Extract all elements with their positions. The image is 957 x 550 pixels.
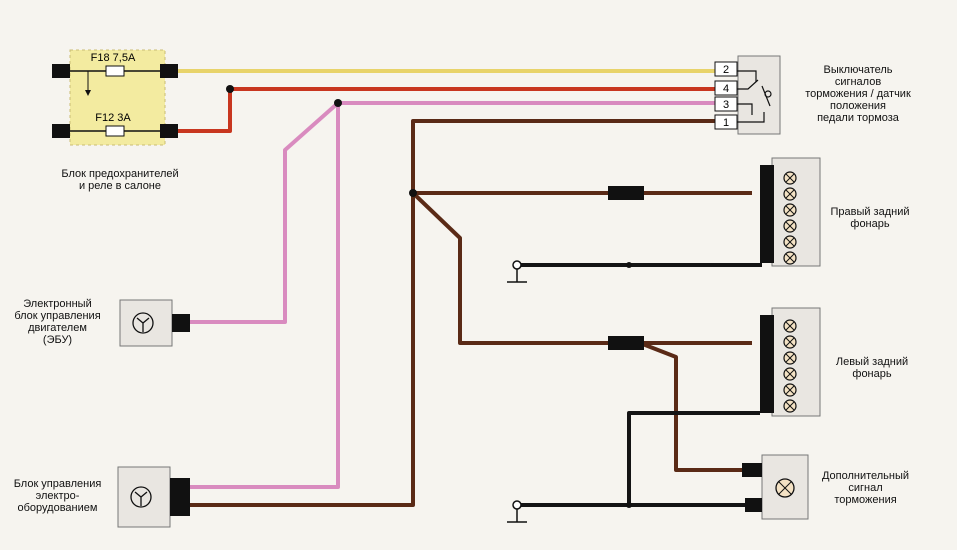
fuse-f12-label: F12 3A xyxy=(95,112,131,124)
wire-pink-bcm xyxy=(190,103,340,489)
ecu-label-line2: блок управления xyxy=(14,310,101,322)
brake-switch: 2 4 3 1 xyxy=(714,55,781,135)
bcm-label: Блок управления электро- оборудованием xyxy=(0,478,115,514)
bcm-label-line1: Блок управления xyxy=(13,478,102,490)
right-lamp-label-line1: Правый задний xyxy=(830,206,910,218)
left-lamp-label-line1: Левый задний xyxy=(835,356,909,368)
ecu-label-line1: Электронный xyxy=(23,298,92,310)
wires xyxy=(178,69,762,507)
ecu-label-line3: двигателем xyxy=(28,322,87,334)
ground-symbol-left xyxy=(507,500,527,523)
extra-lamp-label-line1: Дополнительный xyxy=(821,470,910,482)
left-lamp-label-line2: фонарь xyxy=(852,368,892,380)
right-rear-lamp xyxy=(760,157,821,267)
wire-pink-ecu xyxy=(190,101,715,324)
ground-symbol-right xyxy=(507,260,527,283)
switch-pin-2: 2 xyxy=(723,64,729,76)
extra-lamp-label-line2: сигнал xyxy=(848,482,883,494)
switch-label-line5: педали тормоза xyxy=(817,112,899,124)
switch-label: Выключатель сигналов торможения / датчик… xyxy=(788,64,928,124)
ecu-unit xyxy=(119,299,190,347)
left-lamp-label: Левый задний фонарь xyxy=(822,356,922,380)
fuse-box-label-line1: Блок предохранителей xyxy=(61,168,179,180)
switch-pin-1: 1 xyxy=(723,117,729,129)
inline-connector-left xyxy=(608,336,644,350)
fuse-box: F18 7,5A F12 3A xyxy=(52,49,178,146)
wire-red xyxy=(178,87,715,133)
wire-black-left-lamp xyxy=(627,411,760,505)
wire-brown-extra-lamp xyxy=(639,341,742,472)
wire-brown-left-lamp xyxy=(411,191,752,345)
extra-lamp-label: Дополнительный сигнал торможения xyxy=(808,470,923,506)
right-lamp-label-line2: фонарь xyxy=(850,218,890,230)
left-rear-lamp xyxy=(760,307,821,417)
ecu-label-line4: (ЭБУ) xyxy=(42,334,73,346)
wire-brown-trunk xyxy=(190,119,715,507)
fuse-box-label: Блок предохранителей и реле в салоне xyxy=(40,168,200,192)
switch-pin-3: 3 xyxy=(723,99,729,111)
switch-label-line2: сигналов xyxy=(834,76,882,88)
ecu-label: Электронный блок управления двигателем (… xyxy=(0,298,115,346)
extra-brake-lamp xyxy=(742,454,809,520)
bcm-label-line3: оборудованием xyxy=(17,502,98,514)
extra-lamp-label-line3: торможения xyxy=(834,494,897,506)
switch-label-line4: положения xyxy=(829,100,887,112)
switch-label-line3: торможения / датчик xyxy=(805,88,911,100)
fuse-box-label-line2: и реле в салоне xyxy=(78,180,162,192)
right-lamp-label: Правый задний фонарь xyxy=(820,206,920,230)
fuse-f18-label: F18 7,5A xyxy=(91,52,136,64)
bcm-label-line2: электро- xyxy=(35,490,80,502)
switch-label-line1: Выключатель xyxy=(823,64,893,76)
inline-connector-right xyxy=(608,186,644,200)
switch-pin-4: 4 xyxy=(723,83,729,95)
bcm-unit xyxy=(117,466,190,528)
junction-dots xyxy=(226,85,632,508)
